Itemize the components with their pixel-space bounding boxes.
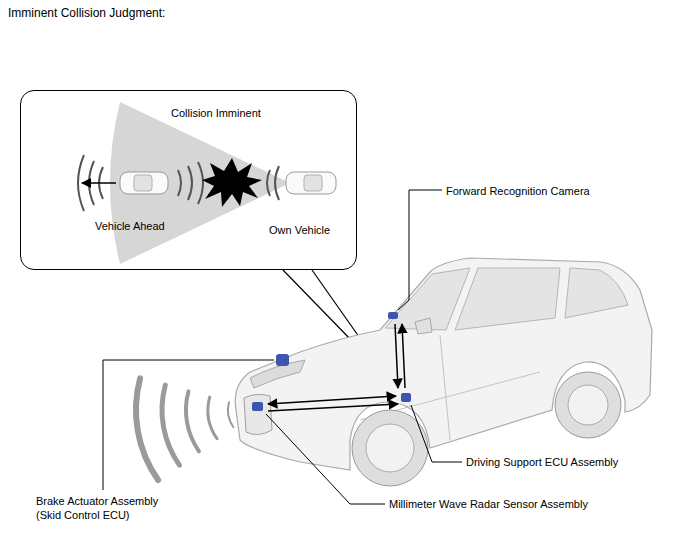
part-label: Forward Recognition Camera xyxy=(446,184,590,198)
own-vehicle-roof xyxy=(304,175,322,191)
radar-part xyxy=(252,402,263,411)
brake-actuator-part xyxy=(276,354,289,366)
part-label: Brake Actuator Assembly (Skid Control EC… xyxy=(36,494,176,522)
motion-arrow xyxy=(82,182,116,184)
vehicle-ahead-roof xyxy=(134,175,152,191)
collision-burst xyxy=(202,158,262,207)
leader-lines xyxy=(103,190,462,504)
ecu-part xyxy=(401,393,411,402)
inset-label: Collision Imminent xyxy=(171,106,261,120)
sensing-fan xyxy=(110,102,290,264)
inset-label: Own Vehicle xyxy=(269,223,330,237)
inset-label: Vehicle Ahead xyxy=(95,219,165,233)
suv-illustration xyxy=(235,258,652,486)
radar-waves xyxy=(136,378,233,480)
diagram-title: Imminent Collision Judgment: xyxy=(8,6,165,20)
vehicle-ahead-figure xyxy=(120,172,168,194)
camera-part xyxy=(388,312,398,319)
wave-marks xyxy=(78,155,279,211)
callout-inset-box: Collision ImminentVehicle Ahead Own Vehic… xyxy=(20,90,357,270)
part-label: Millimeter Wave Radar Sensor Assembly xyxy=(389,497,588,511)
signal-arrows xyxy=(268,324,405,411)
part-label: Driving Support ECU Assembly xyxy=(466,455,618,469)
own-vehicle-figure xyxy=(286,172,336,194)
